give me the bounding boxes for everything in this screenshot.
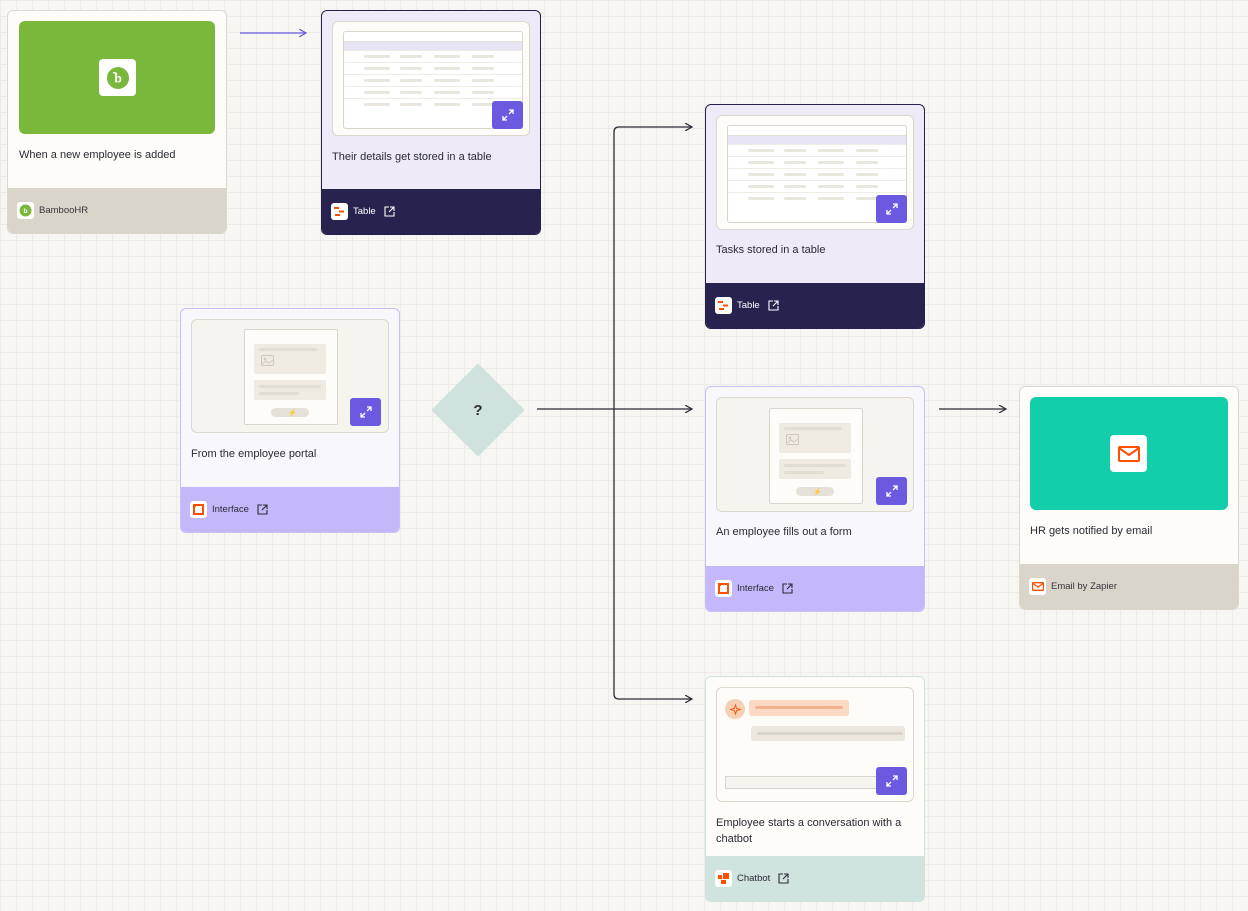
connector-branch-tasks: [613, 127, 692, 409]
bamboohr-icon: b: [17, 202, 34, 219]
external-link-icon[interactable]: [384, 206, 395, 217]
table-icon: [331, 203, 348, 220]
email-icon: [1029, 578, 1046, 595]
expand-button[interactable]: [876, 477, 907, 505]
trigger-app-name: BambooHR: [39, 205, 89, 216]
trigger-footer: b BambooHR: [8, 188, 226, 233]
expand-button[interactable]: [876, 195, 907, 223]
expand-button[interactable]: [350, 398, 381, 426]
table-preview: [332, 21, 530, 136]
interface-preview: ⚡: [191, 319, 389, 433]
portal-app-name: Interface: [212, 504, 249, 515]
chat-input-mock: [725, 776, 879, 789]
image-icon: [786, 434, 799, 445]
form-card[interactable]: ⚡ An employee fills out a form Interface: [705, 386, 925, 612]
email-logo-icon: [1110, 435, 1147, 472]
form-footer: Interface: [706, 566, 924, 611]
interface-preview: ⚡: [716, 397, 914, 512]
expand-icon: [885, 203, 898, 215]
chatbot-app-name: Chatbot: [737, 873, 771, 884]
bot-message-bubble: [749, 700, 849, 716]
user-message-bubble: [751, 726, 905, 741]
chatbot-description: Employee starts a conversation with a ch…: [716, 817, 902, 845]
external-link-icon[interactable]: [782, 583, 793, 594]
svg-text:b: b: [24, 208, 28, 215]
connector-branch-chatbot: [613, 409, 692, 699]
tasks-table-description: Tasks stored in a table: [716, 244, 826, 256]
form-app-name: Interface: [737, 583, 774, 594]
table-preview: [716, 115, 914, 230]
tasks-table-footer: Table: [706, 283, 924, 328]
chatbot-card[interactable]: Employee starts a conversation with a ch…: [705, 676, 925, 902]
expand-icon: [885, 485, 898, 497]
external-link-icon[interactable]: [778, 873, 789, 884]
trigger-description: When a new employee is added: [19, 149, 176, 161]
portal-card[interactable]: ⚡ From the employee portal Interface: [180, 308, 400, 533]
trigger-card[interactable]: b When a new employee is added b BambooH…: [7, 10, 227, 234]
expand-button[interactable]: [492, 101, 523, 129]
expand-icon: [501, 109, 514, 121]
chatbot-preview: [716, 687, 914, 802]
portal-footer: Interface: [181, 487, 399, 532]
decision-label: ?: [473, 401, 483, 419]
expand-icon: [359, 406, 372, 418]
email-description: HR gets notified by email: [1030, 525, 1153, 537]
chatbot-avatar-icon: [725, 699, 745, 719]
interface-icon: [715, 580, 732, 597]
expand-button[interactable]: [876, 767, 907, 795]
external-link-icon[interactable]: [257, 504, 268, 515]
external-link-icon[interactable]: [768, 300, 779, 311]
form-mock: ⚡: [244, 329, 338, 425]
table-icon: [715, 297, 732, 314]
image-icon: [261, 355, 274, 366]
bamboohr-preview: b: [19, 21, 215, 134]
portal-description: From the employee portal: [191, 448, 317, 460]
expand-icon: [885, 775, 898, 787]
store-details-description: Their details get stored in a table: [332, 151, 492, 163]
email-preview: [1030, 397, 1228, 510]
email-footer: Email by Zapier: [1020, 564, 1238, 609]
tasks-table-card[interactable]: Tasks stored in a table Table: [705, 104, 925, 329]
tasks-table-app-name: Table: [737, 300, 760, 311]
form-description: An employee fills out a form: [716, 526, 852, 538]
store-details-app-name: Table: [353, 206, 376, 217]
email-app-name: Email by Zapier: [1051, 581, 1117, 592]
store-details-footer: Table: [322, 189, 540, 234]
chatbot-footer: Chatbot: [706, 856, 924, 901]
store-details-card[interactable]: Their details get stored in a table Tabl…: [321, 10, 541, 235]
form-mock: ⚡: [769, 408, 863, 504]
interface-icon: [190, 501, 207, 518]
chatbot-icon: [715, 870, 732, 887]
svg-text:b: b: [114, 71, 121, 85]
email-card[interactable]: HR gets notified by email Email by Zapie…: [1019, 386, 1239, 610]
bamboohr-logo-icon: b: [99, 59, 136, 96]
